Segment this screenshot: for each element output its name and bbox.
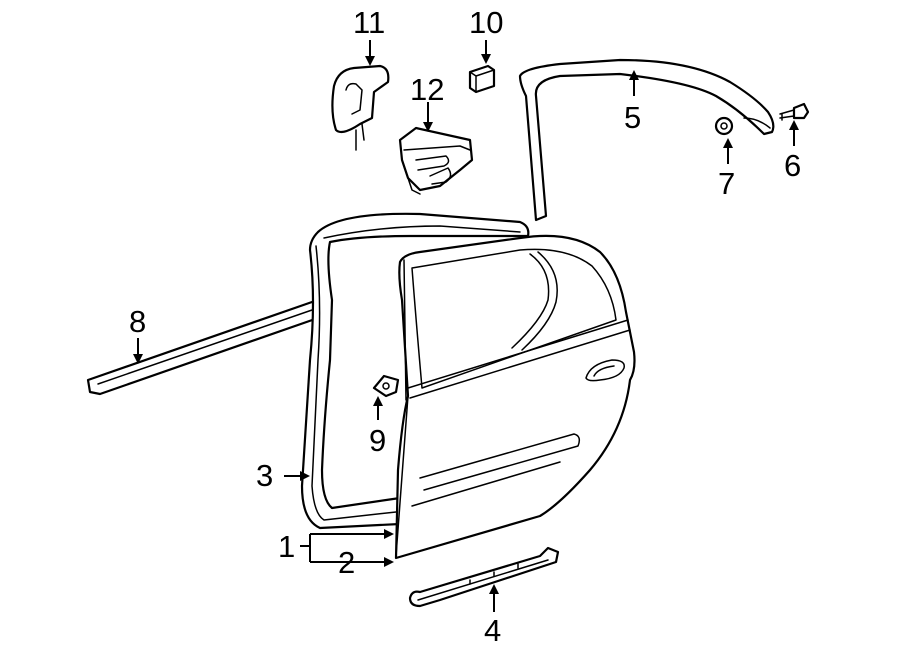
part-1-door-shell[interactable]: [394, 234, 636, 560]
callout-6: 6: [784, 148, 801, 183]
part-3-weatherstrip[interactable]: [300, 212, 530, 530]
part-10-cap[interactable]: [468, 64, 496, 94]
callout-10: 10: [469, 5, 503, 40]
callout-4: 4: [484, 613, 501, 648]
part-11-housing[interactable]: [331, 64, 390, 151]
part-4-rocker-molding[interactable]: [408, 546, 560, 608]
part-7-clip[interactable]: [714, 116, 734, 136]
part-5-frame-molding[interactable]: [518, 58, 775, 222]
leader-lines: [133, 40, 799, 612]
callout-11: 11: [353, 5, 385, 40]
callout-7: 7: [718, 166, 735, 201]
callout-5: 5: [624, 100, 641, 135]
callout-2: 2: [338, 545, 355, 580]
callout-12: 12: [410, 72, 444, 107]
part-8-belt-molding[interactable]: [86, 300, 322, 396]
callout-3: 3: [256, 458, 273, 493]
part-9-bracket[interactable]: [372, 374, 400, 398]
callout-8: 8: [129, 304, 146, 339]
part-6-screw[interactable]: [779, 102, 810, 121]
part-12-hinge[interactable]: [398, 126, 474, 195]
callout-1: 1: [278, 529, 295, 564]
callout-9: 9: [369, 423, 386, 458]
